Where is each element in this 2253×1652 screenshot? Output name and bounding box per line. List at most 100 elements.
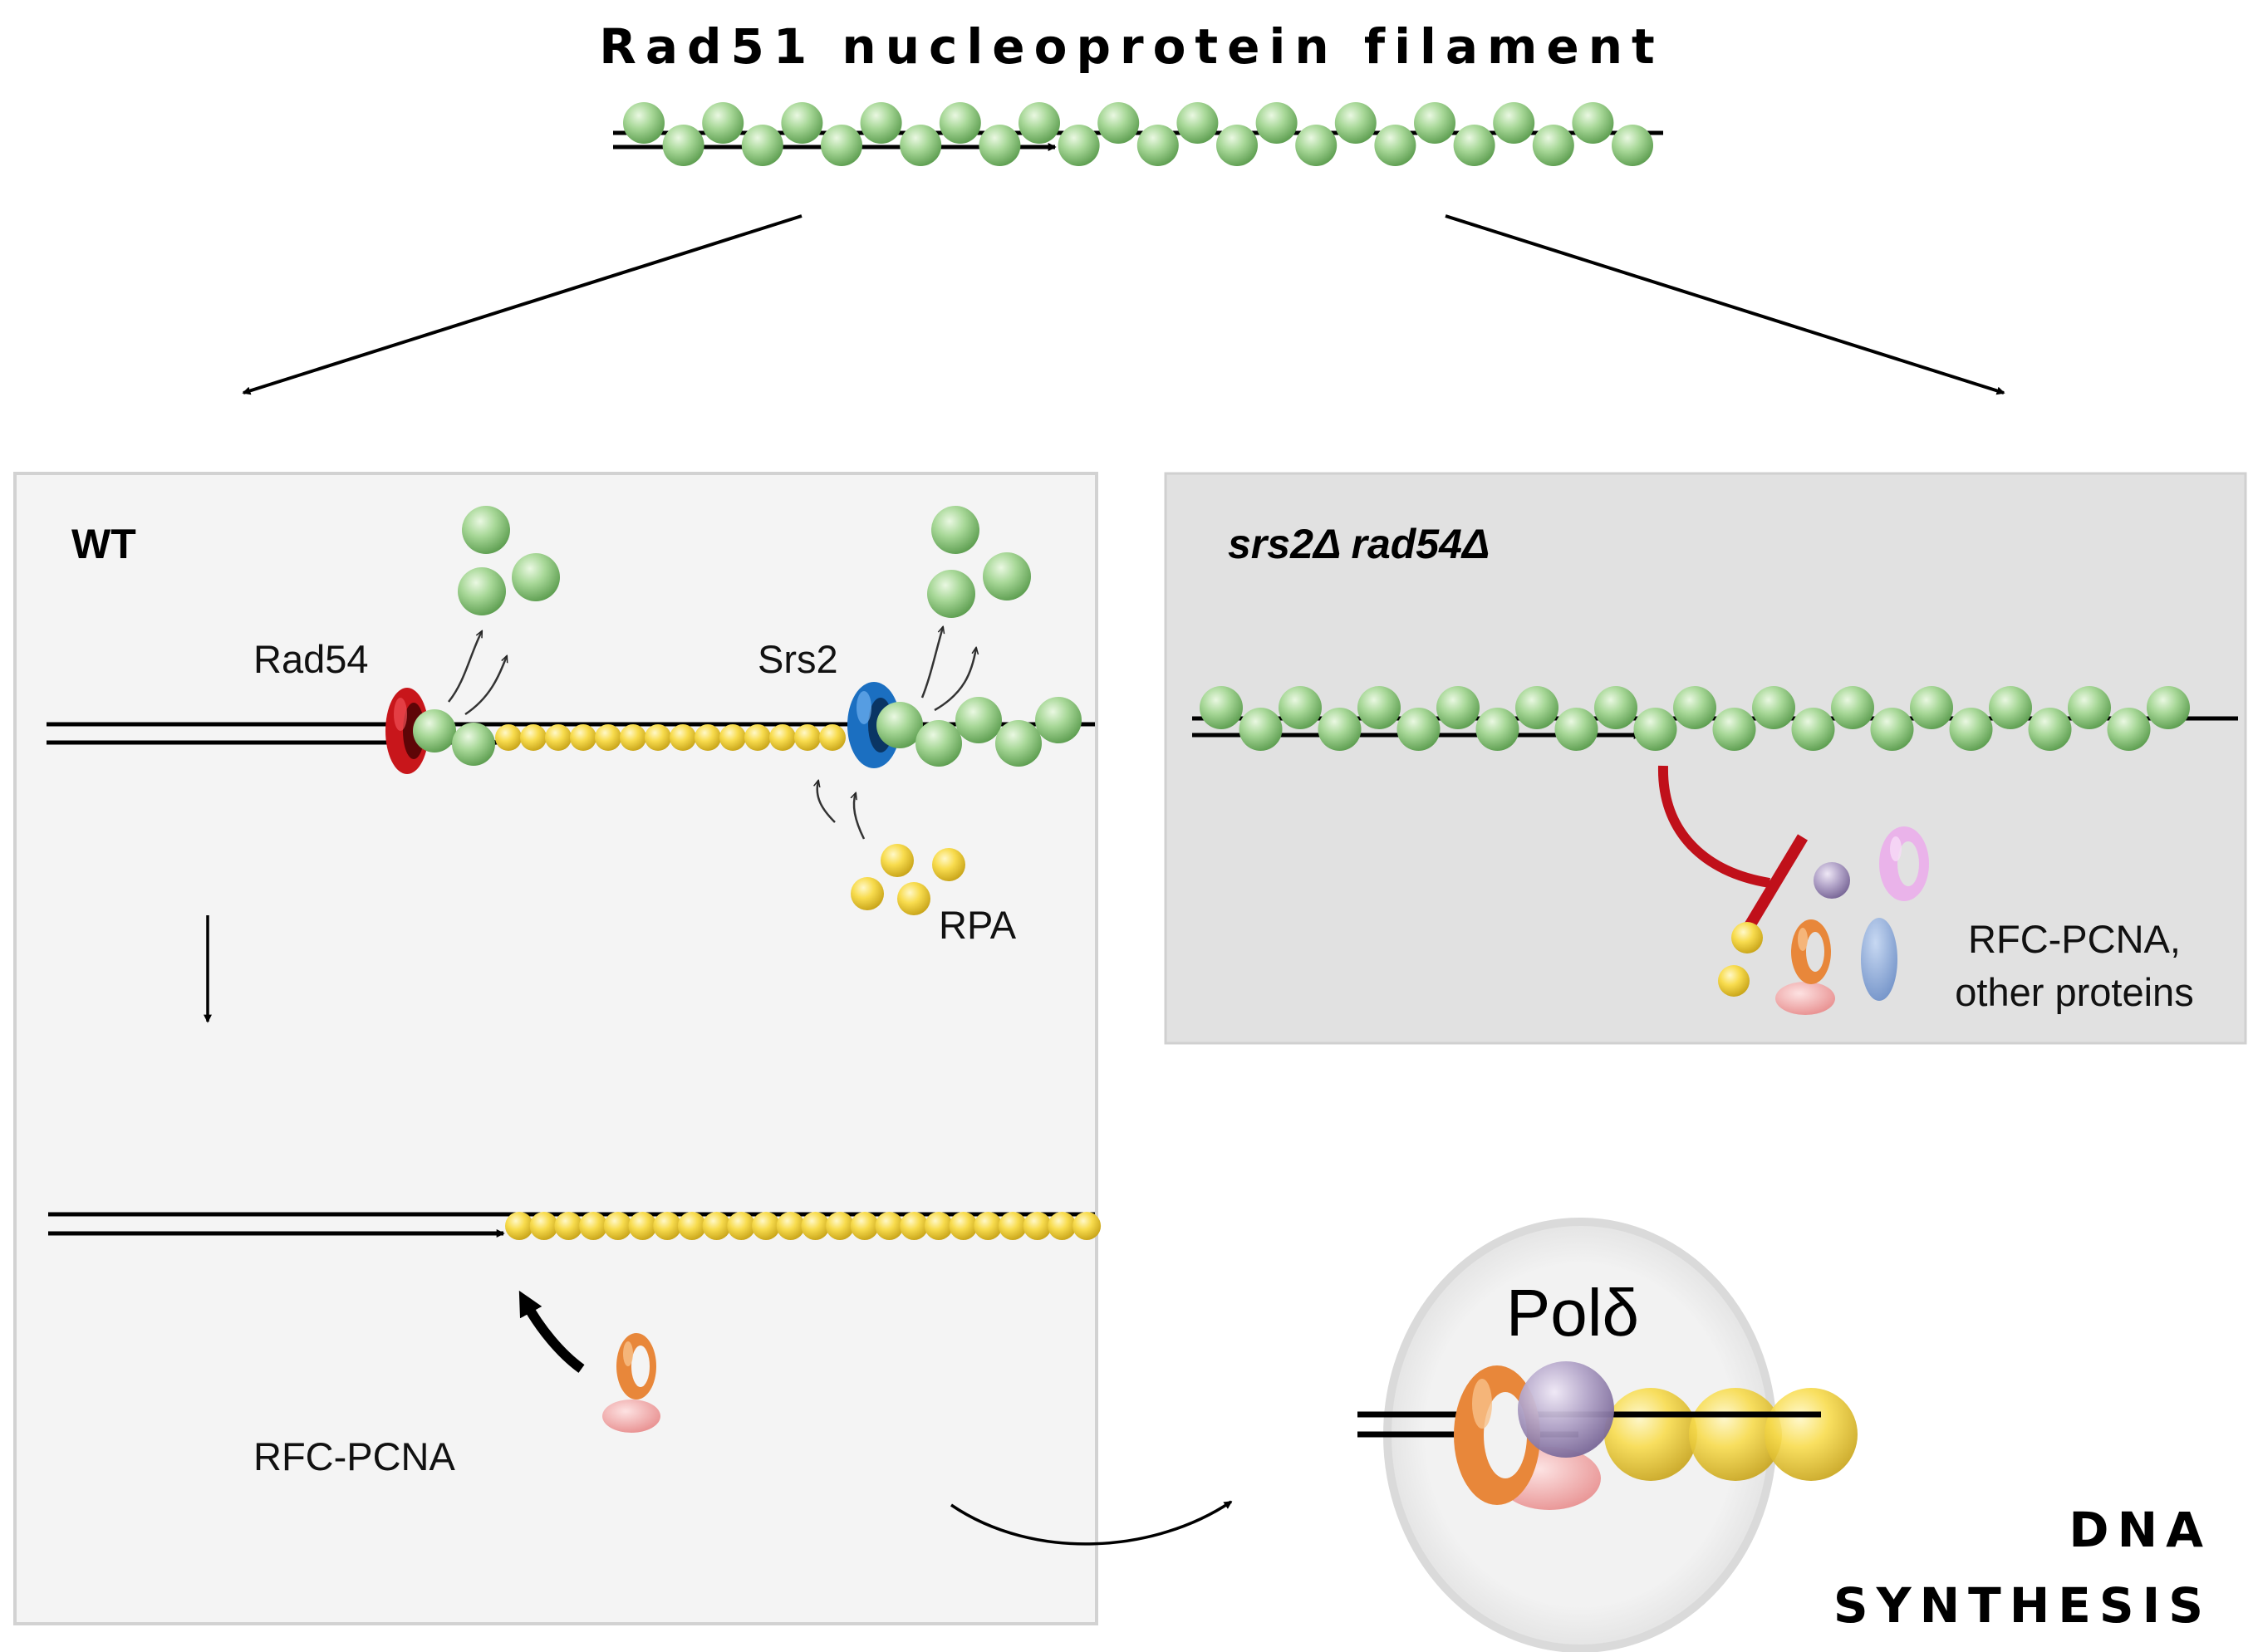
rpa-bead	[554, 1212, 583, 1240]
outcome-line1: DNA	[2069, 1502, 2211, 1558]
rpa-bead	[875, 1212, 904, 1240]
free-rpa-bead	[881, 844, 914, 877]
release-arrow	[920, 627, 943, 699]
rad51-bead	[1493, 102, 1535, 144]
rad51-bead	[781, 102, 823, 144]
rad51-bead	[1453, 125, 1495, 166]
rad51-bead	[1532, 125, 1574, 166]
rpa-bead	[1718, 965, 1750, 997]
rpa-bead	[505, 1212, 533, 1240]
rpa-bead	[850, 1212, 879, 1240]
rpa-bead	[1765, 1388, 1858, 1481]
rfc-pcna-icon	[1775, 919, 1835, 1015]
rad51-bead	[1949, 708, 1993, 751]
rad51-bead	[1200, 686, 1243, 729]
branch-arrow-left	[242, 214, 803, 395]
released-rad51-bead	[462, 506, 510, 554]
rpa-bead	[752, 1212, 780, 1240]
wt-rpa-coated-ssdna	[495, 724, 846, 751]
rad51-bead	[1176, 102, 1219, 144]
rad51-bead	[1136, 125, 1179, 166]
rpa-bead	[603, 1212, 632, 1240]
rpa-bead	[794, 724, 821, 751]
rpa-bead	[744, 724, 771, 751]
pol-delta-label: Polδ	[1506, 1276, 1639, 1350]
released-rad51-bead	[458, 567, 506, 615]
rpa-bead	[620, 724, 646, 751]
proteins-label-line1: RFC-PCNA,	[1968, 917, 2181, 961]
rad51-bead	[1396, 708, 1441, 751]
release-arrow	[464, 656, 507, 716]
rad51-bead	[1612, 125, 1653, 166]
rpa-bead	[1731, 922, 1763, 953]
rad51-bead	[2028, 708, 2072, 751]
rad51-bead	[1295, 125, 1338, 166]
rad51-bead	[1374, 125, 1416, 166]
rad51-bead	[2068, 686, 2111, 729]
rad51-bead	[1436, 686, 1480, 729]
rad51-bead	[1058, 125, 1100, 166]
rad51-bead	[1357, 686, 1401, 729]
rad51-bead	[1255, 102, 1298, 144]
rpa-bead	[628, 1212, 657, 1240]
rad51-bead	[979, 125, 1021, 166]
rad51-bead	[413, 709, 456, 752]
rpa-bead	[801, 1212, 830, 1240]
rad51-bead	[1239, 708, 1283, 751]
rfc-pcna-label: RFC-PCNA	[253, 1434, 455, 1478]
rad51-bead	[1035, 697, 1082, 743]
rad51-bead	[1318, 708, 1362, 751]
inhibition-bar	[1737, 834, 1809, 940]
rpa-bead	[645, 724, 671, 751]
oval-protein-icon	[1861, 918, 1897, 1001]
rpa-bead	[949, 1212, 978, 1240]
rad51-bead	[915, 720, 962, 767]
rpa-bead	[670, 724, 696, 751]
rpa-bead	[727, 1212, 756, 1240]
rad51-bead	[1414, 102, 1455, 144]
rfc-pcna-icon	[602, 1333, 660, 1433]
mutant-heading: srs2Δ rad54Δ	[1228, 521, 1490, 567]
rpa-bead	[570, 724, 596, 751]
rpa-bead	[826, 1212, 855, 1240]
rpa-bead	[776, 1212, 805, 1240]
rad51-bead	[1791, 708, 1835, 751]
released-rad51-bead	[927, 570, 975, 618]
outcome-line2: SYNTHESIS	[1833, 1577, 2211, 1634]
rpa-bead	[719, 724, 746, 751]
rad51-bead	[1334, 102, 1377, 144]
rpa-bead	[1023, 1212, 1052, 1240]
rpa-bead	[529, 1212, 558, 1240]
released-rad51-bead	[931, 506, 979, 554]
rad51-bead	[939, 102, 981, 144]
wt-rpa-coated-ssdna-lower	[505, 1212, 1102, 1240]
rad51-bead	[1216, 125, 1258, 166]
rpa-bead	[1689, 1388, 1782, 1481]
released-rad51-bead	[512, 553, 560, 601]
rad51-bead	[623, 102, 665, 144]
rad51-bead	[452, 723, 495, 766]
rad51-bead	[821, 125, 862, 166]
rad51-bead	[995, 720, 1042, 767]
rad54-label: Rad54	[253, 637, 369, 681]
rad51-bead	[1572, 102, 1614, 144]
wt-panel	[13, 472, 1098, 1625]
rpa-label: RPA	[939, 903, 1017, 947]
rad51-bead	[1594, 686, 1637, 729]
polymerase-subunit-icon	[1814, 862, 1850, 899]
rpa-bead	[819, 724, 846, 751]
rpa-loading-arrow	[817, 781, 836, 823]
top-rad51-filament	[613, 102, 1663, 166]
synthesis-arrow	[950, 1500, 1233, 1546]
rpa-bead	[595, 724, 621, 751]
free-rpa-bead	[851, 877, 884, 910]
rad51-bead	[1097, 102, 1140, 144]
rpa-bead	[695, 724, 721, 751]
rad51-bead	[1673, 686, 1716, 729]
rpa-bead	[495, 724, 522, 751]
release-arrow	[934, 648, 976, 712]
rad51-bead	[1279, 686, 1322, 729]
free-rpa-bead	[932, 848, 965, 881]
rad51-bead	[1515, 686, 1558, 729]
